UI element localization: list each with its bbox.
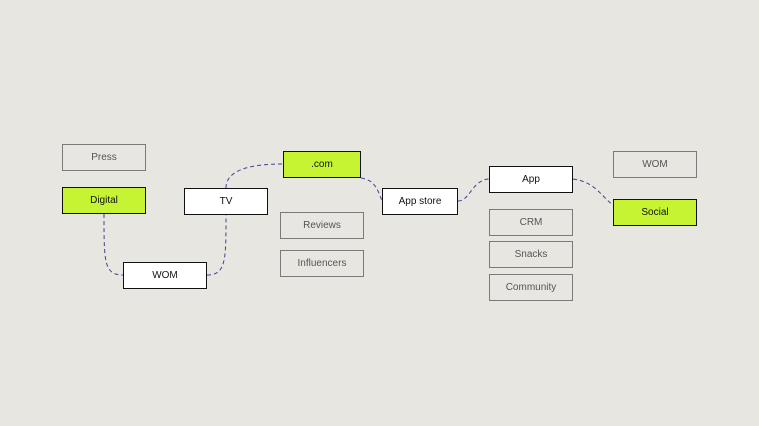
- node-label: CRM: [519, 217, 543, 228]
- node-snacks: Snacks: [489, 241, 573, 268]
- node-label: .com: [311, 159, 333, 170]
- node-press: Press: [62, 144, 146, 171]
- node-crm: CRM: [489, 209, 573, 236]
- node-label: App store: [398, 196, 442, 207]
- node-label: Community: [505, 282, 557, 293]
- node-label: Influencers: [297, 258, 347, 269]
- node-digital: Digital: [62, 187, 146, 214]
- node-label: TV: [219, 196, 233, 207]
- node-label: Reviews: [303, 220, 341, 231]
- connector-wom-tv: [206, 214, 227, 276]
- node-social: Social: [613, 199, 697, 226]
- node-app: App: [489, 166, 573, 193]
- node-label: Social: [641, 207, 669, 218]
- node-wom-right: WOM: [613, 151, 697, 178]
- connector-digital-wom: [103, 213, 124, 276]
- node-label: Press: [91, 152, 117, 163]
- connector-appstore-app: [457, 178, 490, 202]
- node-label: Snacks: [514, 249, 548, 260]
- connector-tv-dotcom: [225, 163, 284, 189]
- node-label: WOM: [152, 270, 178, 281]
- node-label: App: [522, 174, 540, 185]
- node-influencers: Influencers: [280, 250, 364, 277]
- connector-app-social: [572, 178, 614, 206]
- node-reviews: Reviews: [280, 212, 364, 239]
- node-app-store: App store: [382, 188, 458, 215]
- node-wom-left: WOM: [123, 262, 207, 289]
- connector-dotcom-appstore: [360, 177, 383, 202]
- node-tv: TV: [184, 188, 268, 215]
- node-dotcom: .com: [283, 151, 361, 178]
- node-label: WOM: [642, 159, 668, 170]
- node-label: Digital: [90, 195, 118, 206]
- node-community: Community: [489, 274, 573, 301]
